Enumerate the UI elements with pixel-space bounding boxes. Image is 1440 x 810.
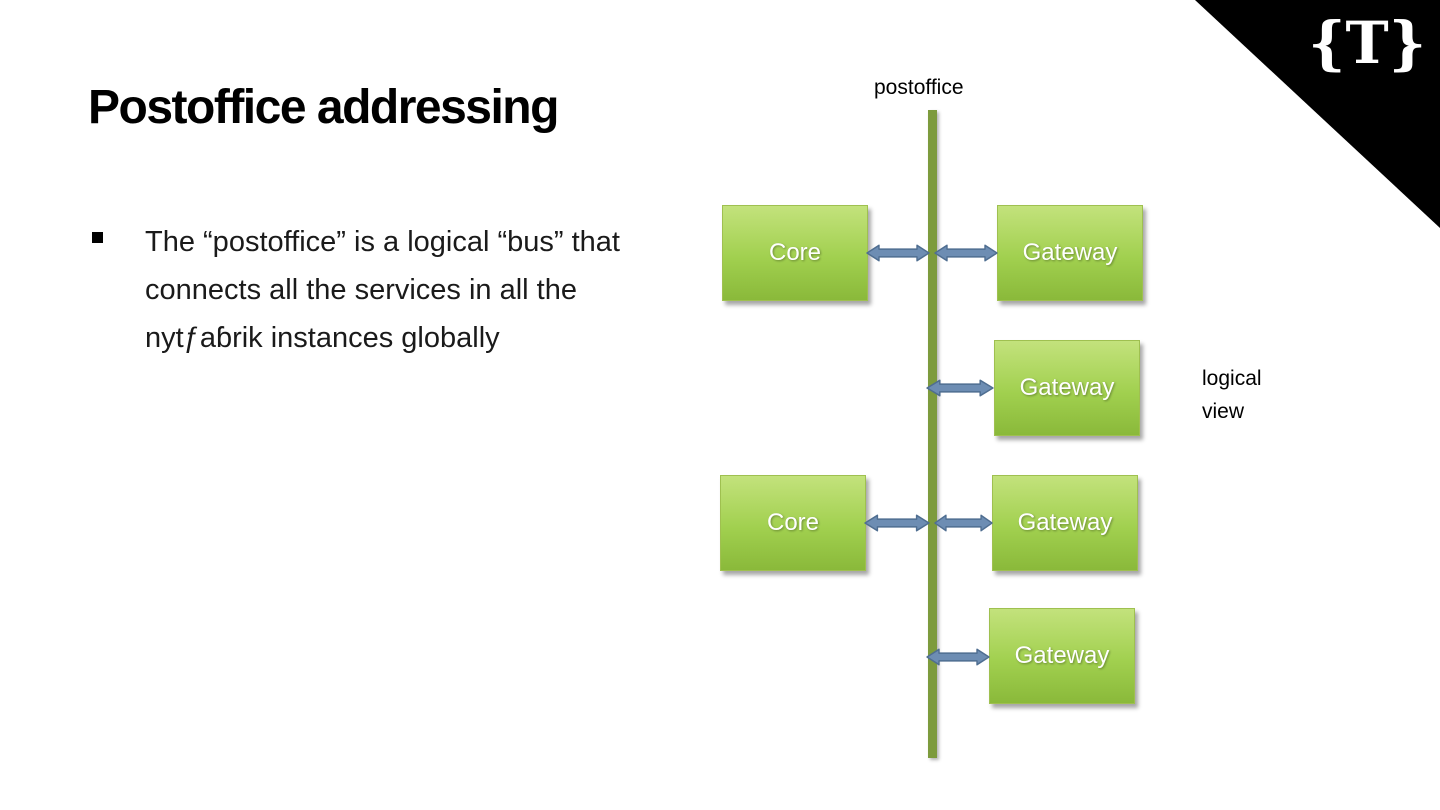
diagram-node-gateway: Gateway	[992, 475, 1138, 571]
bullet-text: The “postoffice” is a logical “bus” that…	[145, 226, 620, 354]
brand-logo: {T}	[1308, 9, 1426, 77]
double-arrow-icon	[864, 514, 930, 532]
double-arrow-icon	[934, 514, 993, 532]
bullet-marker-icon	[92, 232, 103, 243]
node-label: Core	[768, 239, 822, 266]
bullet-item: The “postoffice” is a logical “bus” that…	[92, 218, 652, 362]
node-label: Gateway	[1019, 374, 1115, 401]
slide-title: Postoffice addressing	[88, 81, 559, 134]
diagram-node-core: Core	[722, 205, 868, 301]
double-arrow-icon	[934, 244, 998, 262]
double-arrow-icon	[926, 379, 994, 397]
diagram-node-gateway: Gateway	[989, 608, 1135, 704]
double-arrow-icon	[866, 244, 930, 262]
logical-view-label: logical view	[1202, 367, 1262, 423]
node-label: Gateway	[1022, 239, 1118, 266]
node-label: Gateway	[1014, 642, 1110, 669]
postoffice-bus-line	[928, 110, 937, 758]
bus-label: postoffice	[874, 76, 964, 99]
node-label: Gateway	[1017, 509, 1113, 536]
diagram-node-gateway: Gateway	[997, 205, 1143, 301]
double-arrow-icon	[926, 648, 990, 666]
diagram-node-gateway: Gateway	[994, 340, 1140, 436]
diagram-node-core: Core	[720, 475, 866, 571]
corner-banner: {T}	[1195, 0, 1440, 228]
node-label: Core	[766, 509, 820, 536]
